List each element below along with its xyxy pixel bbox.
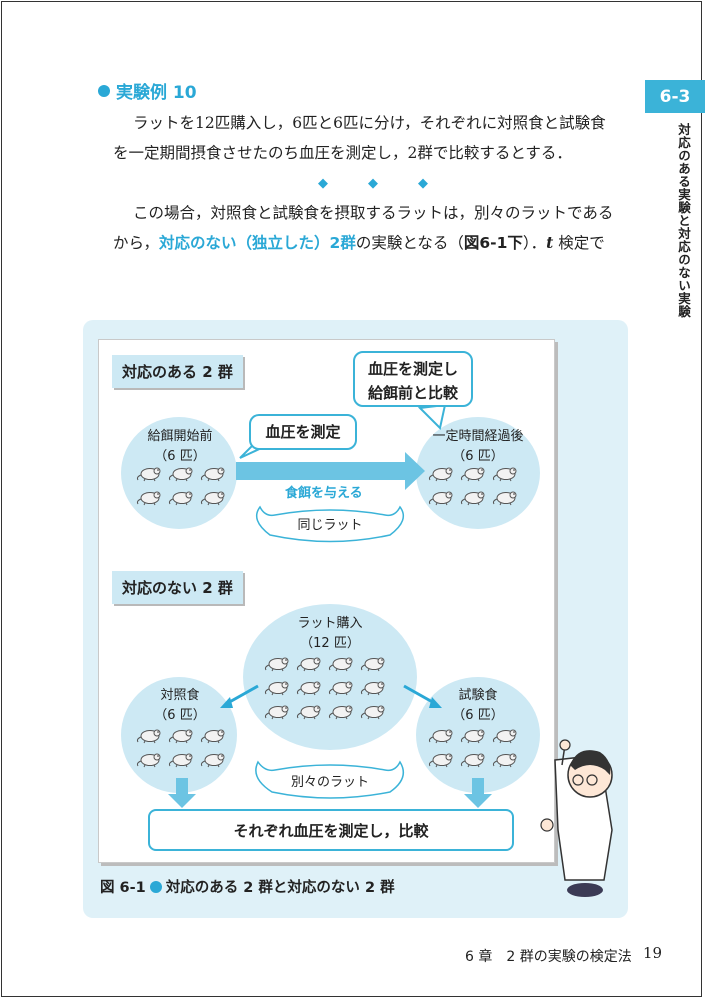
paragraph-1-line-2: を一定期間摂食させたのち血圧を測定し，2群で比較するとする． (113, 144, 572, 162)
test-circle-count: （6 匹） (452, 708, 504, 723)
cloud-same-rat (255, 505, 405, 543)
same-rat-label: 同じラット (297, 518, 363, 533)
before-circle-text: 給餌開始前 （6 匹） (130, 427, 230, 467)
result-box: それぞれ血圧を測定し，比較 (148, 809, 514, 851)
section-tab: 6-3 (645, 80, 705, 113)
section-side-title: 対応のある実験と対応のない実験 (676, 123, 691, 318)
figure-caption-text: 対応のある 2 群と対応のない 2 群 (165, 880, 395, 896)
bubble-compare: 血圧を測定し 給餌前と比較 (353, 351, 473, 407)
purchase-circle-count: （12 匹） (300, 636, 360, 651)
figure-reference: 図6-1下 (463, 234, 523, 252)
paragraph-1: ラットを12匹購入し，6匹と6匹に分け，それぞれに対照食と試験食 を一定期間摂食… (113, 108, 633, 168)
bubble-compare-line-2: 給餌前と比較 (367, 384, 458, 402)
text-segment: ）． (522, 234, 547, 252)
example-heading-text: 実験例 10 (116, 83, 197, 103)
split-arrow-right (403, 684, 437, 706)
paired-group-label: 対応のある 2 群 (112, 355, 243, 388)
before-circle-count: （6 匹） (154, 449, 206, 464)
down-arrow-control (168, 778, 196, 808)
paragraph-2-line-2: から，対応のない（独立した）2群の実験となる（図6-1下）．t 検定で (113, 228, 633, 258)
feeding-arrow-label: 食餌を与える (285, 486, 363, 501)
caption-dot-icon (149, 880, 162, 893)
chapter-footer: 6 章 2 群の実験の検定法 (465, 949, 632, 965)
example-heading: 実験例 10 (98, 78, 197, 103)
section-divider: ◆ ◆ ◆ (318, 176, 428, 191)
highlight-unpaired: 対応のない（独立した）2群 (159, 234, 356, 252)
figure-caption: 図 6-1 対応のある 2 群と対応のない 2 群 (100, 876, 395, 897)
control-circle-title: 対照食 (160, 688, 200, 703)
bubble-compare-line-1: 血圧を測定し (367, 360, 458, 378)
text-segment: から， (113, 234, 160, 252)
paragraph-2-line-1: この場合，対照食と試験食を摂取するラットは，別々のラットである (133, 204, 614, 222)
page-number: 19 (643, 944, 663, 962)
feeding-arrow (236, 452, 425, 490)
split-arrow-left (225, 684, 259, 706)
purchase-circle-title: ラット購入 (297, 616, 363, 631)
paragraph-2: この場合，対照食と試験食を摂取するラットは，別々のラットである から，対応のない… (113, 198, 633, 258)
test-circle-text: 試験食 （6 匹） (428, 686, 528, 726)
after-circle-text: 一定時間経過後 （6 匹） (420, 427, 536, 467)
different-rats-label: 別々のラット (290, 775, 369, 790)
bubble-tail-compare (417, 403, 447, 431)
paragraph-1-line-1: ラットを12匹購入し，6匹と6匹に分け，それぞれに対照食と試験食 (133, 114, 606, 132)
diamond-icon: ◆ (418, 176, 428, 191)
split-arrow-left-head (220, 697, 233, 708)
after-circle-count: （6 匹） (452, 449, 504, 464)
diamond-icon: ◆ (368, 176, 378, 191)
control-circle-text: 対照食 （6 匹） (130, 686, 230, 726)
before-circle-title: 給餌開始前 (147, 429, 213, 444)
text-segment: の実験となる（ (355, 234, 464, 252)
unpaired-group-label: 対応のない 2 群 (112, 571, 243, 604)
down-arrow-test (464, 778, 492, 808)
control-circle-count: （6 匹） (154, 708, 206, 723)
t-symbol: t (546, 233, 554, 252)
figure-number: 図 6-1 (100, 880, 146, 896)
after-circle-title: 一定時間経過後 (432, 429, 524, 444)
test-circle-title: 試験食 (458, 688, 498, 703)
purchase-circle-text: ラット購入 （12 匹） (280, 614, 380, 654)
bubble-measure: 血圧を測定 (249, 414, 357, 450)
bullet-dot-icon (98, 84, 110, 97)
text-segment: 検定で (553, 234, 605, 252)
split-arrow-right-head (429, 697, 442, 708)
cloud-different-rats (255, 760, 405, 799)
professor-illustration (540, 739, 613, 897)
diamond-icon: ◆ (318, 176, 328, 191)
